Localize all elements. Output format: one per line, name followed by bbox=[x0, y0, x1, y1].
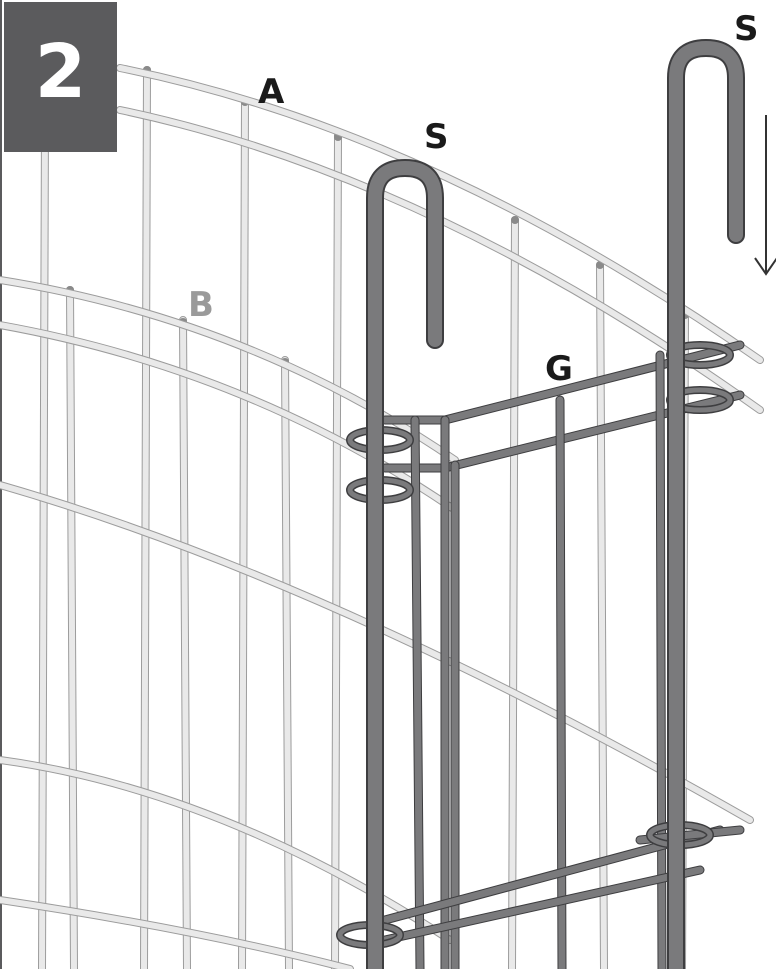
frame-wire bbox=[410, 415, 425, 969]
wire-tip bbox=[511, 216, 519, 224]
frame-wire bbox=[440, 340, 745, 425]
frame-wire bbox=[380, 865, 705, 945]
horizontal-wire bbox=[0, 481, 754, 824]
arrow-head bbox=[754, 257, 776, 276]
s-hooks bbox=[366, 38, 745, 969]
label-s-left: S bbox=[424, 117, 449, 157]
frame-wire bbox=[655, 350, 667, 969]
vertical-wire bbox=[508, 216, 519, 969]
s-hook-right bbox=[667, 38, 745, 969]
vertical-wire bbox=[38, 116, 49, 969]
label-b: B bbox=[188, 285, 214, 325]
s-hook-left bbox=[366, 158, 444, 969]
frame-wire bbox=[555, 395, 567, 969]
step-badge: 2 bbox=[4, 2, 117, 152]
panel-a-vertical-wires bbox=[38, 66, 689, 969]
vertical-wire bbox=[140, 66, 151, 969]
vertical-wire bbox=[331, 131, 342, 969]
vertical-wire bbox=[238, 96, 249, 969]
vertical-wire bbox=[66, 286, 78, 969]
vertical-wire bbox=[179, 316, 191, 969]
horizontal-wire bbox=[0, 756, 454, 944]
label-s-right: S bbox=[734, 9, 759, 49]
label-g: G bbox=[545, 349, 573, 389]
horizontal-wire bbox=[0, 896, 354, 969]
label-a: A bbox=[258, 72, 285, 112]
step-number: 2 bbox=[34, 29, 87, 115]
down-arrow-icon bbox=[754, 115, 776, 276]
vertical-wire bbox=[281, 356, 293, 969]
horizontal-wire bbox=[0, 321, 459, 514]
